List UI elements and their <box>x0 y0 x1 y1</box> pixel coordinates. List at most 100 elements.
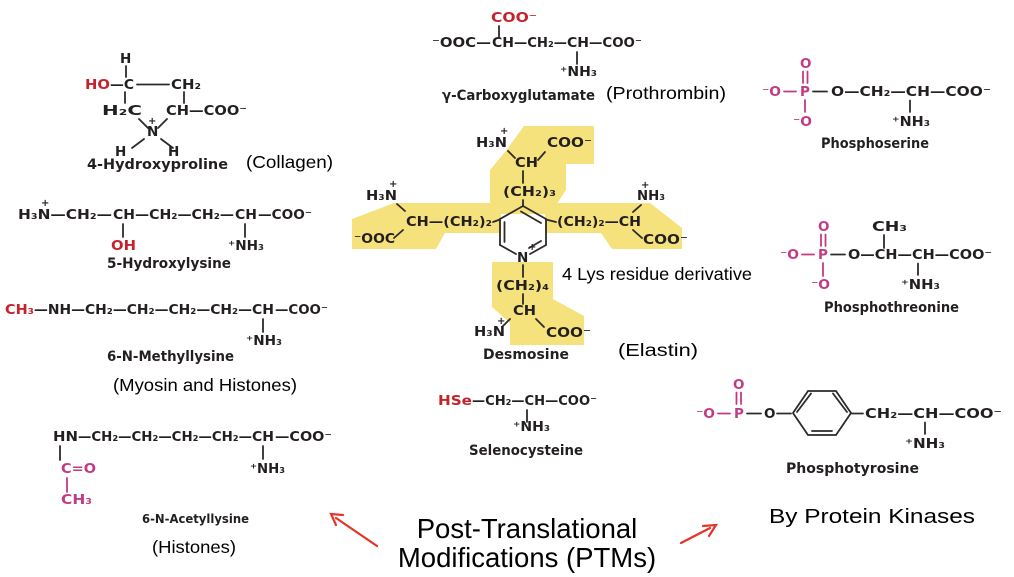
formula-text: COO⁻ <box>547 135 592 151</box>
structure-phosphoserine: O ⁻O P O—CH₂—CH—COO⁻ ⁻O ⁺NH₃ Phosphoseri… <box>762 56 991 152</box>
formula-text: H <box>120 51 131 67</box>
bond-line <box>393 229 404 239</box>
formula-text: —NH—CH₂—CH₂—CH₂—CH₂— <box>34 302 252 318</box>
formula-text: OH <box>111 238 136 254</box>
bond-line <box>396 203 406 212</box>
formula-text: O <box>764 406 775 422</box>
formula-text: H₃N—CH₂— <box>18 207 112 223</box>
formula-text: (CH₂)₄ <box>496 278 549 294</box>
desmosine-highlights <box>352 126 682 345</box>
formula-text: —CH₂—CH—COO⁻ <box>472 393 597 409</box>
formula-text: CH₂—CH—COO⁻ <box>865 406 1002 422</box>
plus-charge: + <box>41 198 49 209</box>
formula-text: P <box>734 406 744 422</box>
structure-name: Desmosine <box>483 347 569 363</box>
bond-line <box>545 218 557 223</box>
formula-text: ⁻OOC— <box>432 35 491 51</box>
context-label: (Histones) <box>152 537 236 557</box>
red-arrow-left-head <box>329 512 345 527</box>
red-arrows <box>329 512 719 548</box>
formula-text: ⁺NH₃ <box>905 436 945 452</box>
formula-text: CH <box>492 35 514 51</box>
formula-text: —CH₂—CH₂— <box>135 207 234 223</box>
formula-text: CH <box>113 207 135 223</box>
structure-name: Phosphotyrosine <box>786 461 919 477</box>
bond-line <box>138 118 149 129</box>
formula-text: O—CH—CH—COO⁻ <box>848 247 992 263</box>
formula-text: —COO⁻ <box>275 429 332 445</box>
ring-edge-double <box>832 392 848 413</box>
formula-text: CH <box>252 302 274 318</box>
structure-name: γ-Carboxyglutamate <box>442 88 595 104</box>
ring-edge-double <box>528 240 542 249</box>
context-label: (Collagen) <box>246 152 333 172</box>
bond-line <box>160 138 174 149</box>
formula-text: C=O <box>61 461 96 477</box>
bond-line <box>157 118 168 129</box>
structure-gamma-carboxyglutamate: COO⁻ ⁻OOC— CH —CH₂— CH —COO⁻ ⁺NH₃ γ-Carb… <box>432 10 726 104</box>
kinases-note: By Protein Kinases <box>769 506 975 528</box>
formula-text: ⁻OOC <box>354 231 395 247</box>
bond-line <box>632 229 643 239</box>
plus-charge: + <box>641 180 649 191</box>
formula-text: —COO⁻ <box>258 207 312 223</box>
formula-text: —CH₂—CH₂—CH₂—CH₂— <box>78 429 252 445</box>
structure-6-n-acetyllysine: HN —CH₂—CH₂—CH₂—CH₂— CH —COO⁻ C=O CH₃ ⁺N… <box>53 429 332 557</box>
structure-6-n-methyllysine: CH₃ —NH—CH₂—CH₂—CH₂—CH₂— CH —COO⁻ ⁺NH₃ 6… <box>5 302 328 395</box>
red-arrow-left <box>334 516 379 548</box>
formula-text: ⁻O <box>811 277 830 293</box>
bond-line <box>492 218 501 223</box>
ring-outline <box>791 390 853 436</box>
structure-name: Selenocysteine <box>469 443 583 459</box>
formula-text: CH₂ <box>171 77 201 93</box>
plus-charge: + <box>500 126 508 137</box>
formula-text: N <box>147 124 158 140</box>
formula-text: ⁺NH₃ <box>560 64 597 80</box>
structure-phosphotyrosine: O ⁻O P O CH₂—CH—COO⁻ ⁺NH₃ Phosphotyrosin… <box>696 377 1002 477</box>
structure-name: 4-Hydroxyproline <box>87 157 228 173</box>
formula-text: HN <box>53 429 78 445</box>
bond-line <box>535 318 545 328</box>
formula-text: P <box>800 84 810 100</box>
formula-text: (CH₂)₃ <box>503 184 556 200</box>
formula-text: O—CH₂—CH—COO⁻ <box>831 84 991 100</box>
formula-text: CH—COO⁻ <box>166 103 247 119</box>
formula-text: COO⁻ <box>546 325 591 341</box>
structure-name: 5-Hydroxylysine <box>107 256 231 272</box>
formula-text: P <box>818 247 828 263</box>
highlight-band <box>545 203 682 249</box>
formula-text: ⁺NH₃ <box>246 333 282 349</box>
formula-text: ⁺NH₃ <box>250 461 285 477</box>
formula-text: ⁺NH₃ <box>513 419 550 435</box>
benzene-ring <box>791 390 853 436</box>
bond-line <box>131 138 145 149</box>
ring-edge <box>529 244 547 255</box>
bond-line <box>507 150 516 159</box>
formula-text: H₃N <box>366 188 397 204</box>
formula-text: CH₃ <box>61 492 92 508</box>
formula-text: ⁺NH₃ <box>901 277 940 293</box>
ring-edge-double <box>520 210 542 224</box>
structure-name: Phosphoserine <box>821 136 929 152</box>
pyridinium-ring: + N <box>499 205 547 266</box>
formula-text: H <box>168 144 179 160</box>
formula-text: HO <box>85 77 110 93</box>
formula-text: CH <box>252 429 274 445</box>
formula-text: O <box>800 56 811 72</box>
lys-derivative-note: 4 Lys residue derivative <box>562 264 752 284</box>
formula-text: H₃N <box>474 324 505 340</box>
ring-edge <box>499 205 524 220</box>
red-arrow-right-head <box>701 523 719 538</box>
formula-text: CH₃ <box>5 302 34 318</box>
formula-text: CH <box>513 303 536 319</box>
title-line-1: Post-Translational <box>417 513 638 544</box>
formula-text: ⁻O <box>762 84 781 100</box>
formula-text: NH₃ <box>637 188 665 204</box>
formula-text: CH <box>235 207 257 223</box>
plus-charge: + <box>528 242 536 253</box>
structure-name: 6-N-Acetyllysine <box>142 511 249 526</box>
plus-charge: + <box>497 316 505 327</box>
formula-text: ⁺NH₃ <box>228 238 264 254</box>
highlight-band <box>490 126 594 214</box>
